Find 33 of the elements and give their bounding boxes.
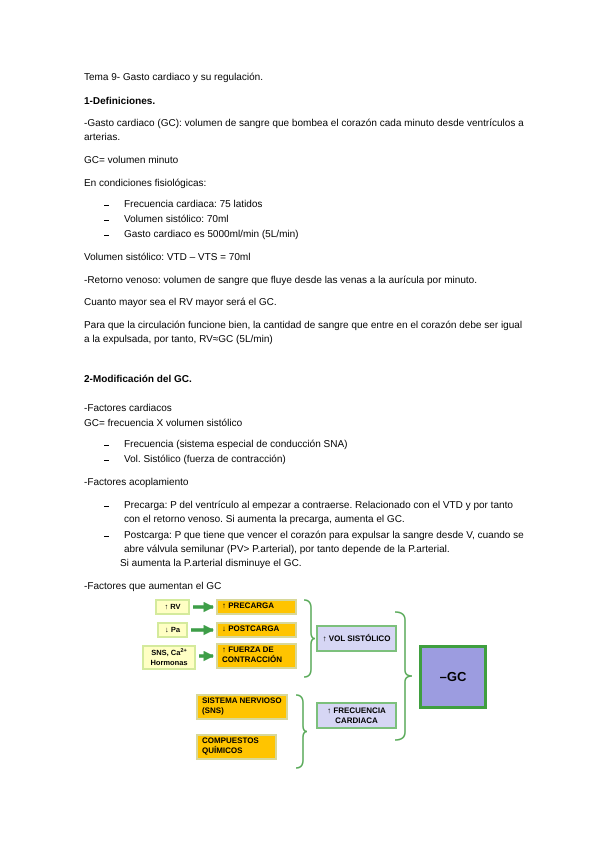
bullet-item: Postcarga: P que tiene que vencer el corazón para expulsar la sangre desde V, cuando se abre válvula semilunar (PV> P.arterial), por tanto depende de la P.arterial. [124, 529, 524, 557]
section-heading: 2-Modificación del GC. [84, 373, 193, 387]
paragraph: Si aumenta la P.arterial disminuye el GC. [120, 557, 303, 571]
paragraph: Tema 9- Gasto cardiaco y su regulación. [84, 71, 264, 85]
paragraph: -Gasto cardiaco (GC): volumen de sangre que bombea el corazón cada minuto desde ventrículos a arterias. [84, 117, 524, 145]
factor-box: ↑ FRECUENCIA CARDIACA [316, 702, 397, 729]
arrow [199, 650, 214, 662]
paragraph: GC= volumen minuto [84, 154, 180, 168]
bullet-item: Gasto cardiaco es 5000ml/min (5L/min) [124, 228, 300, 242]
factor-box: COMPUESTOS QUÍMICOS [196, 734, 277, 760]
bullet-item: Volumen sistólico: 70ml [124, 213, 230, 227]
section-heading: 1-Definiciones. [84, 95, 156, 109]
arrow [193, 602, 214, 612]
paragraph: -Retorno venoso: volumen de sangre que fluye desde las venas a la aurícula por minuto. [84, 274, 478, 288]
result-box: –GC [419, 645, 487, 709]
paragraph: Volumen sistólico: VTD – VTS = 70ml [84, 251, 252, 265]
factor-box: ↑ FUERZA DE CONTRACCIÓN [216, 643, 297, 669]
paragraph: -Factores acoplamiento [84, 476, 190, 490]
paragraph: GC= frecuencia X volumen sistólico [84, 417, 244, 431]
paragraph: Para que la circulación funcione bien, la cantidad de sangre que entre en el corazón debe ser igual a la expulsada, por tanto, RV≈GC (5L/min) [84, 319, 524, 347]
paragraph: Cuanto mayor sea el RV mayor será el GC. [84, 296, 278, 310]
bullet-item: Vol. Sistólico (fuerza de contracción) [124, 453, 287, 467]
factor-box: SISTEMA NERVIOSO (SNS) [196, 694, 288, 720]
arrow [191, 624, 214, 636]
paragraph: -Factores cardiacos [84, 402, 173, 416]
factor-box: ↓ POSTCARGA [216, 622, 297, 638]
bullet-item: Precarga: P del ventrículo al empezar a contraerse. Relacionado con el VTD y por tanto con el retorno venoso. Si aumenta la precarga, aumenta el GC. [124, 499, 514, 527]
bullet-item: Frecuencia cardiaca: 75 latidos [124, 198, 264, 212]
factor-box: ↑ PRECARGA [216, 599, 297, 615]
factor-box: ↑ VOL SISTÓLICO [316, 625, 397, 652]
bullet-item: Frecuencia (sistema especial de conducción SNA) [124, 438, 348, 452]
paragraph: En condiciones fisiológicas: [84, 177, 208, 191]
paragraph: -Factores que aumentan el GC [84, 580, 222, 594]
